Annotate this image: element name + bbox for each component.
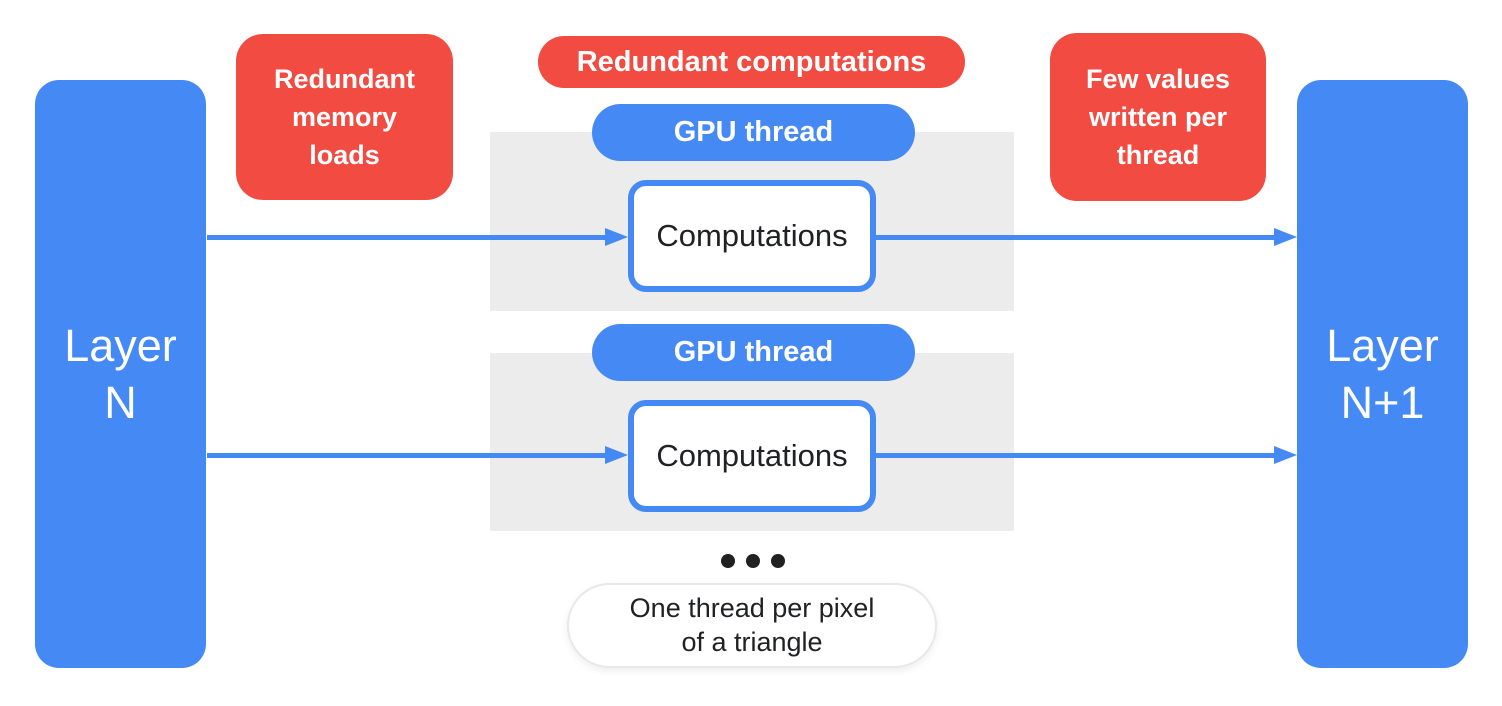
thread-note-pill: One thread per pixel of a triangle bbox=[567, 583, 937, 668]
arrow-computations-2-to-layer-n1 bbox=[876, 446, 1297, 464]
ellipsis-icon bbox=[721, 554, 785, 568]
arrow-line bbox=[207, 234, 605, 240]
redundant-computations-badge: Redundant computations bbox=[538, 36, 965, 88]
layer-n-box: Layer N bbox=[35, 80, 206, 668]
arrow-head-icon bbox=[1274, 446, 1297, 464]
gpu-thread-pill-2: GPU thread bbox=[592, 324, 915, 381]
arrow-line bbox=[207, 452, 605, 458]
computations-box-2: Computations bbox=[628, 400, 876, 512]
dot bbox=[746, 554, 760, 568]
dot bbox=[771, 554, 785, 568]
arrow-head-icon bbox=[605, 446, 628, 464]
gpu-thread-pill-1: GPU thread bbox=[592, 104, 915, 161]
layer-n-plus-1-box: Layer N+1 bbox=[1297, 80, 1468, 668]
few-values-written-badge: Few values written per thread bbox=[1050, 33, 1266, 201]
arrow-layer-n-to-computations-1 bbox=[207, 228, 628, 246]
arrow-layer-n-to-computations-2 bbox=[207, 446, 628, 464]
arrow-head-icon bbox=[1274, 228, 1297, 246]
computations-box-1: Computations bbox=[628, 180, 876, 292]
arrow-line bbox=[876, 234, 1274, 240]
dot bbox=[721, 554, 735, 568]
arrow-line bbox=[876, 452, 1274, 458]
arrow-computations-1-to-layer-n1 bbox=[876, 228, 1297, 246]
arrow-head-icon bbox=[605, 228, 628, 246]
redundant-memory-loads-badge: Redundant memory loads bbox=[236, 34, 453, 200]
